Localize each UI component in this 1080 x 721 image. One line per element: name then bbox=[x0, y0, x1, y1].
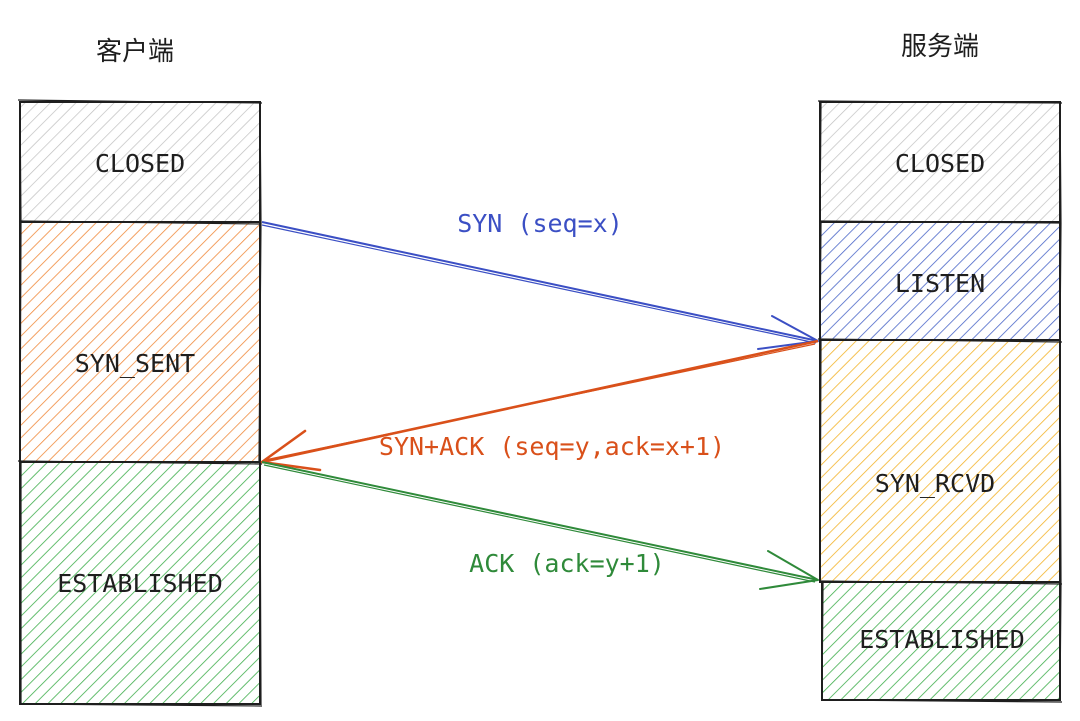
client-title: 客户端 bbox=[96, 37, 174, 67]
syn-ack-label: SYN+ACK (seq=y,ack=x+1) bbox=[379, 432, 725, 461]
server-state-closed: CLOSED bbox=[817, 100, 1063, 224]
client-state-established: ESTABLISHED bbox=[17, 460, 263, 707]
server-state-established: ESTABLISHED bbox=[819, 580, 1063, 703]
ack-arrow bbox=[261, 461, 819, 590]
server-state-listen: LISTEN bbox=[818, 220, 1062, 342]
syn-arrow bbox=[261, 221, 819, 350]
client-state-label: SYN_SENT bbox=[75, 349, 195, 378]
client-state-label: CLOSED bbox=[95, 149, 185, 178]
client-state-syn-sent: SYN_SENT bbox=[18, 220, 262, 464]
syn-label: SYN (seq=x) bbox=[457, 209, 623, 238]
server-state-label: CLOSED bbox=[895, 149, 985, 178]
server-state-label: ESTABLISHED bbox=[859, 625, 1025, 654]
server-state-label: SYN_RCVD bbox=[875, 469, 995, 498]
server-state-label: LISTEN bbox=[895, 269, 985, 298]
server-title: 服务端 bbox=[901, 32, 979, 62]
client-state-closed: CLOSED bbox=[17, 99, 263, 224]
ack-label: ACK (ack=y+1) bbox=[469, 549, 665, 578]
client-state-label: ESTABLISHED bbox=[57, 569, 223, 598]
server-state-syn-rcvd: SYN_RCVD bbox=[817, 338, 1063, 584]
